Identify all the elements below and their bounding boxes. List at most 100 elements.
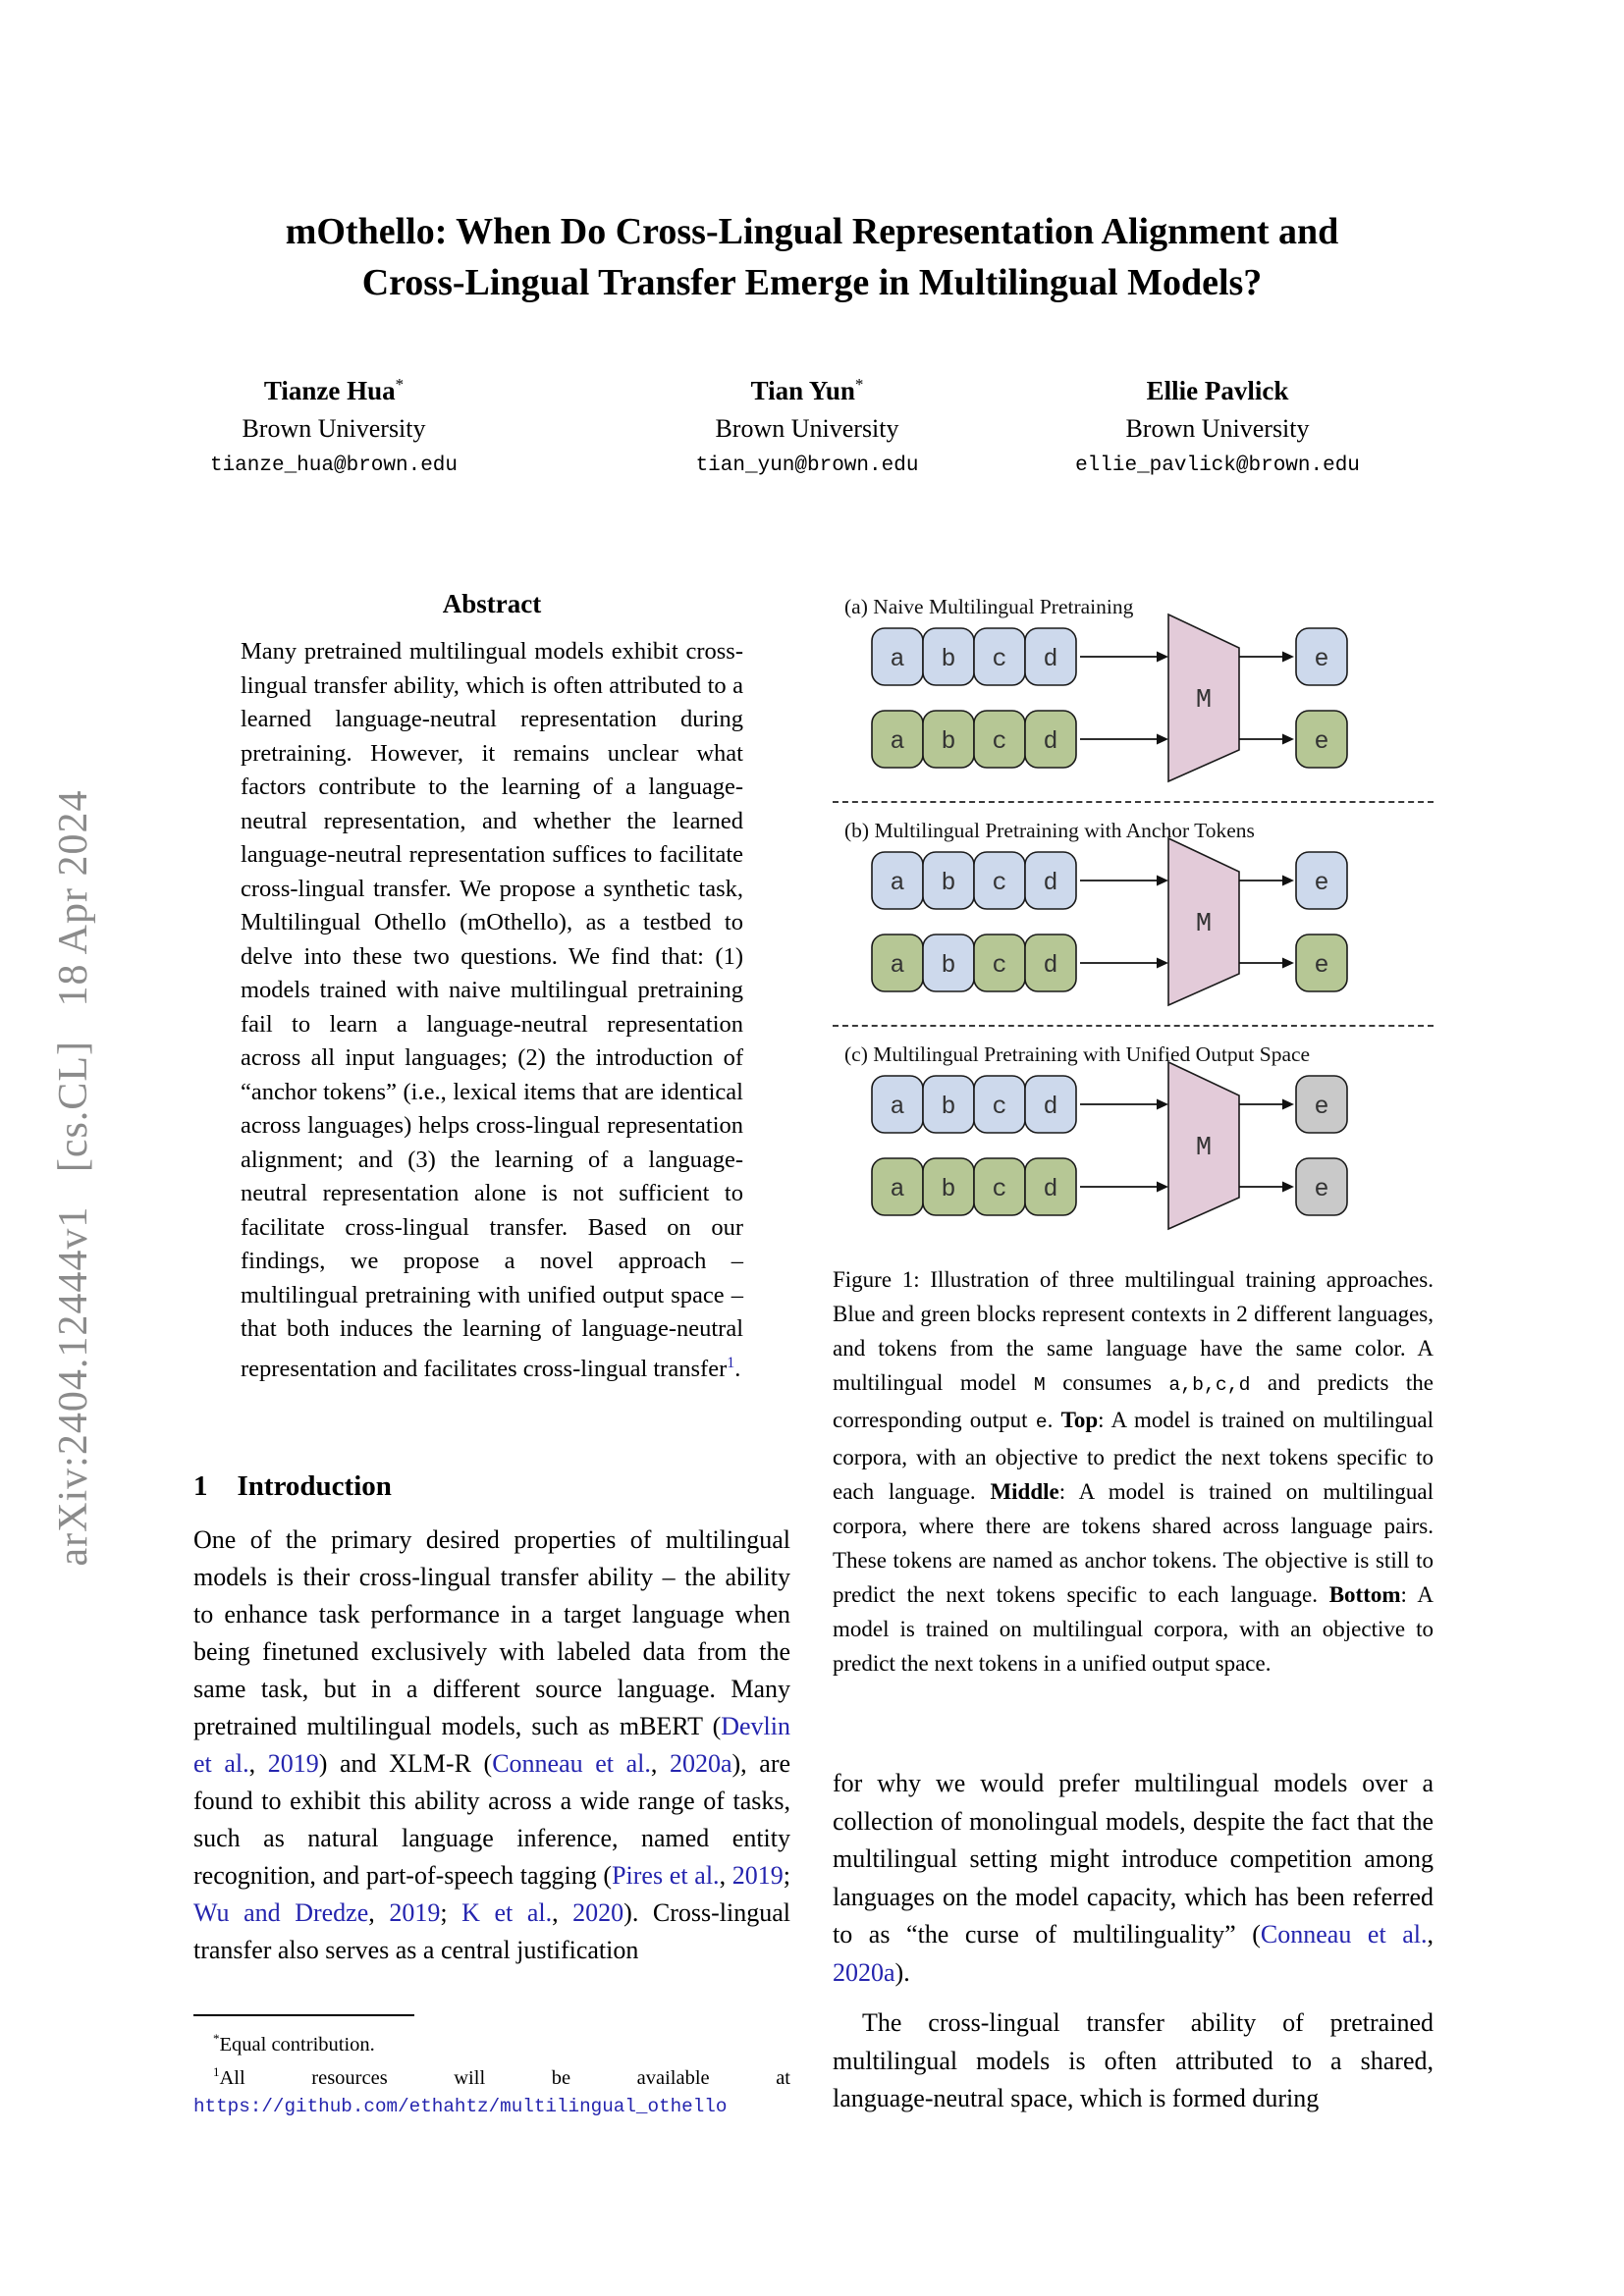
section-title: Introduction [237, 1470, 392, 1502]
panel-label: (c) Multilingual Pretraining with Unifie… [844, 1042, 1310, 1066]
citation-link[interactable]: Wu and Dredze [193, 1898, 369, 1927]
author-block-3: Ellie Pavlick Brown University ellie_pav… [1011, 365, 1424, 485]
token-block-e [1295, 710, 1348, 769]
token-label: b [941, 727, 955, 756]
token-label: e [1314, 951, 1328, 980]
token-label: c [992, 1175, 1006, 1203]
footnote-mark: 1 [213, 2063, 220, 2079]
citation-link[interactable]: 2019 [267, 1749, 319, 1778]
citation-link[interactable]: 2020 [572, 1898, 624, 1927]
panel-separator [833, 801, 1434, 803]
arxiv-watermark: arXiv:2404.12444v1 [cs.CL] 18 Apr 2024 [51, 789, 96, 1567]
author-affiliation: Brown University [715, 414, 899, 443]
abstract-text: Many pretrained multilingual models exhi… [241, 635, 743, 1386]
token-label: a [890, 951, 904, 980]
figure-panel-b: (b) Multilingual Pretraining with Anchor… [844, 819, 1348, 1007]
footnote-equal-contribution: *Equal contribution. [193, 2025, 790, 2058]
figure-panel-c: (c) Multilingual Pretraining with Unifie… [844, 1042, 1348, 1231]
author-name-text: Tianze Hua [263, 376, 396, 405]
model-trapezoid [1167, 1060, 1240, 1231]
token-block-e [1295, 851, 1348, 910]
token-label: c [992, 1093, 1006, 1121]
text-segment: : A model is trained on multilingual cor… [833, 1479, 1434, 1607]
author-email: ellie_pavlick@brown.edu [1075, 454, 1360, 477]
text-segment: , [719, 1861, 732, 1890]
text-segment: M [1033, 1374, 1046, 1396]
text-segment: All resources will be available at [219, 2066, 791, 2089]
title-line-2: Cross-Lingual Transfer Emerge in Multili… [361, 262, 1263, 303]
token-label: c [992, 727, 1006, 756]
model-label: M [1196, 910, 1212, 939]
token-label: a [890, 645, 904, 673]
token-label: e [1314, 1093, 1328, 1121]
token-label: a [890, 1175, 904, 1203]
text-segment: , [552, 1898, 573, 1927]
author-affiliation: Brown University [242, 414, 426, 443]
citation-link[interactable]: 2020a [669, 1749, 732, 1778]
text-segment: Bottom [1328, 1582, 1401, 1607]
token-block-e [1295, 1075, 1348, 1134]
text-segment: ; [783, 1861, 791, 1890]
arrow-head [1282, 957, 1294, 969]
abstract-section: Abstract Many pretrained multilingual mo… [193, 589, 790, 1386]
citation-link[interactable]: Conneau et al. [492, 1749, 651, 1778]
introduction-paragraph: One of the primary desired properties of… [193, 1522, 790, 1969]
author-block-2: Tian Yun* Brown University tian_yun@brow… [601, 365, 1013, 485]
author-name: Tian Yun* [601, 365, 1013, 410]
token-label: e [1314, 1175, 1328, 1203]
equal-contribution-mark: * [854, 375, 864, 394]
citation-link[interactable]: K et al. [461, 1898, 553, 1927]
arrow-head [1282, 733, 1294, 745]
citation-link[interactable]: Conneau et al. [1260, 1920, 1428, 1949]
text-segment: for why we would prefer multilingual mod… [833, 1769, 1434, 1949]
text-segment: : A model is trained on multilingual cor… [833, 1582, 1435, 1676]
text-segment: Many pretrained multilingual models exhi… [241, 638, 743, 1382]
author-affiliation: Brown University [1125, 414, 1310, 443]
text-segment: , [650, 1749, 670, 1778]
title-line-1: mOthello: When Do Cross-Lingual Represen… [285, 211, 1339, 252]
url-link[interactable]: https://github.com/ethahtz/multilingual_… [193, 2095, 728, 2117]
text-segment: , [248, 1749, 268, 1778]
citation-link[interactable]: Pires et al. [612, 1861, 720, 1890]
arrow-head [1282, 1181, 1294, 1193]
text-segment: ) and XLM-R ( [318, 1749, 493, 1778]
citation-link[interactable]: 2020a [833, 1957, 895, 1987]
token-label: c [992, 869, 1006, 897]
arrow-head [1157, 651, 1168, 663]
abstract-heading: Abstract [442, 589, 542, 618]
arrow-head [1282, 1098, 1294, 1110]
section-number: 1 [193, 1470, 208, 1502]
text-segment: ; [440, 1898, 462, 1927]
token-label: b [941, 645, 955, 673]
token-block-d [1024, 627, 1077, 686]
model-trapezoid [1167, 613, 1240, 783]
citation-link[interactable]: 2019 [731, 1861, 784, 1890]
text-segment: , [1427, 1920, 1435, 1949]
citation-link[interactable]: Devlin et al. [193, 1712, 790, 1778]
author-name-text: Ellie Pavlick [1146, 376, 1289, 405]
token-block-d [1024, 1075, 1077, 1134]
footnote-text: Equal contribution. [219, 2033, 375, 2056]
token-label: d [1043, 727, 1057, 756]
arrow-head [1282, 651, 1294, 663]
author-name-text: Tian Yun [750, 376, 855, 405]
token-label: d [1043, 951, 1057, 980]
text-segment: . [734, 1355, 741, 1382]
token-block-d [1024, 710, 1077, 769]
footnote-mark: * [213, 2031, 220, 2046]
token-label: b [941, 951, 955, 980]
token-block-e [1295, 934, 1348, 992]
footnote-rule [193, 2014, 414, 2016]
arrow-head [1157, 875, 1168, 886]
model-label: M [1196, 686, 1212, 716]
citation-link[interactable]: 2019 [389, 1898, 441, 1927]
model-trapezoid [1167, 836, 1240, 1007]
footnote-ref-link[interactable]: 1 [727, 1354, 735, 1371]
arrow-head [1157, 957, 1168, 969]
text-segment: a,b,c,d [1168, 1374, 1251, 1396]
body-paragraph-1: for why we would prefer multilingual mod… [833, 1765, 1434, 1992]
token-block-e [1295, 627, 1348, 686]
